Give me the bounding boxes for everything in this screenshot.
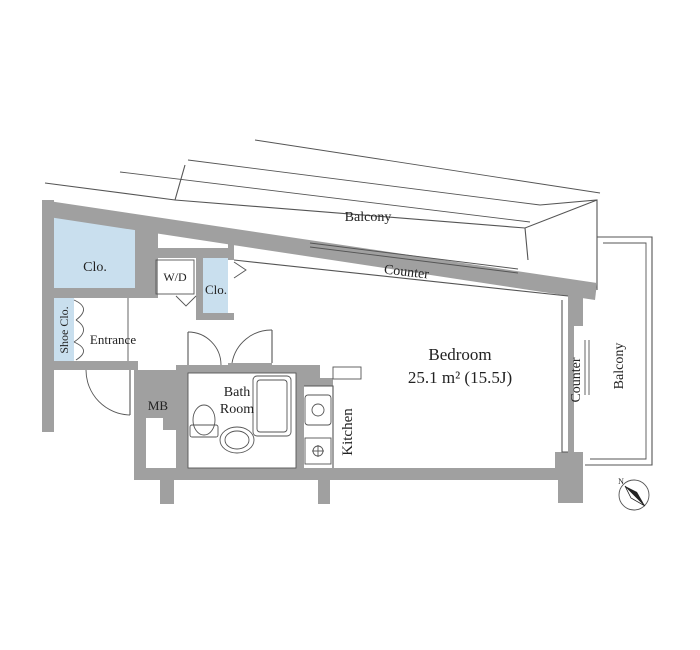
counter-right [561,300,568,453]
closet-main [54,214,135,288]
washer-dryer-box [155,259,195,295]
entrance-label: Entrance [90,332,136,347]
kitchen-fixtures [304,394,332,465]
closet-small-label: Clo. [205,282,227,297]
walls [42,200,597,504]
balcony-right-outline [585,236,653,466]
north-arrow-icon: N [618,477,650,511]
counter-right-label: Counter [569,357,584,402]
bath-fixtures [187,372,297,469]
balcony-top-label: Balcony [345,210,392,225]
bedroom-area-label: 25.1 m² (15.5J) [408,368,512,387]
closet-small [203,258,228,313]
bath-line1-label: Bath [224,385,250,400]
top-window [309,242,519,274]
balcony-right-label: Balcony [612,343,627,390]
doors [73,261,273,416]
shoe-closet-label: Shoe Clo. [57,306,71,353]
right-window [584,340,590,395]
kitchen-label: Kitchen [340,408,356,456]
balcony-top-outline [44,139,601,290]
kitchen-upper [332,366,362,380]
washer-dryer-label: W/D [163,270,187,284]
counter-top-label: Counter [383,263,430,283]
closet-main-label: Clo. [83,260,107,275]
north-letter: N [618,477,624,486]
kitchen-counter [304,385,334,468]
bath-line2-label: Room [220,402,254,417]
counter-top [233,259,569,297]
meter-box-label: MB [148,398,169,413]
shoe-closet-area [54,298,74,361]
bedroom-name-label: Bedroom [428,345,491,364]
